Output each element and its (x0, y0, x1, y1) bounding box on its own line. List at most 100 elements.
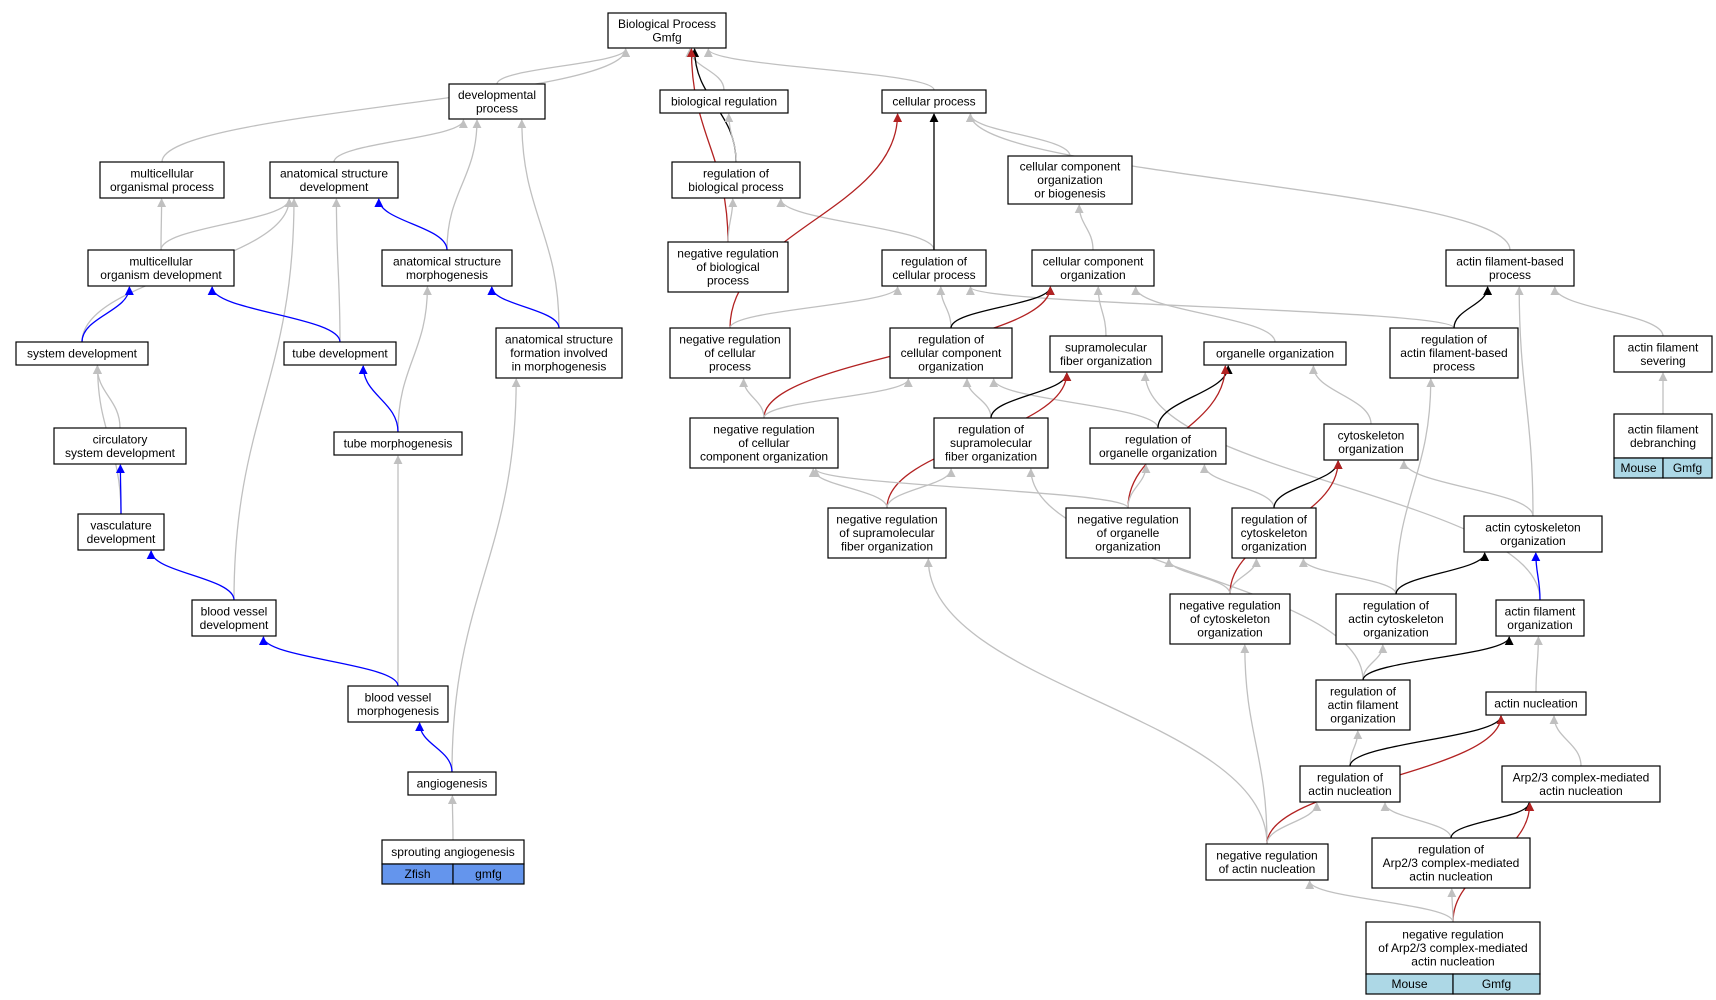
go-term-node-cellproc[interactable]: cellular process (881, 89, 987, 114)
go-term-node-orgorg[interactable]: organelle organization (1203, 341, 1347, 366)
edge (1533, 636, 1543, 693)
go-term-node-bioreg[interactable]: biological regulation (659, 89, 789, 114)
edge (1157, 365, 1233, 429)
edge (1399, 460, 1534, 517)
go-term-node-tubemorph[interactable]: tube morphogenesis (333, 431, 463, 456)
node-label-line: development (87, 532, 156, 546)
go-term-node-sysdev[interactable]: system development (15, 341, 149, 366)
edge-tubemorph-to-asm (397, 286, 432, 433)
edge (333, 119, 468, 163)
edge-sysdev-to-mod (81, 286, 134, 343)
node-label-line: actin filament (1628, 340, 1699, 354)
node-label-line: actin filament (1628, 422, 1699, 436)
edge-regactcyto-to-regafbp (1395, 378, 1436, 595)
node-label-line: actin nucleation (1411, 955, 1494, 969)
edge (1273, 460, 1343, 509)
edge-afsev-to-afbp (1550, 286, 1664, 337)
edge-negorg-to-regorg (1127, 464, 1151, 509)
species-cell (1662, 457, 1713, 479)
node-label-line: organization (1037, 173, 1102, 187)
edge-negcco-to-regcco (763, 378, 913, 419)
node-box (881, 249, 987, 287)
node-label-line: organism development (100, 268, 222, 282)
node-box (667, 241, 789, 293)
edge (1514, 286, 1534, 517)
node-box (1299, 765, 1401, 803)
species-cell (452, 863, 525, 885)
node-label-line: organelle organization (1216, 347, 1334, 361)
node-label-line: vasculature (90, 518, 152, 532)
edge-bvdev-to-vasc (146, 550, 235, 601)
node-label-line: development (200, 618, 269, 632)
edge (1127, 464, 1151, 509)
edge-asm-to-devproc (446, 119, 482, 251)
node-box (77, 513, 165, 551)
edge-tubedev-to-asd (331, 198, 341, 343)
node-label-line: component organization (700, 450, 828, 464)
node-label-line: Gmfg (652, 30, 681, 44)
edge-regcyto-to-regorg (1199, 464, 1275, 509)
node-box (1049, 335, 1163, 373)
node-box (933, 417, 1049, 469)
edge (1026, 468, 1364, 681)
node-label-line: cellular process (892, 268, 975, 282)
go-term-node-actnuc[interactable]: actin nucleation (1485, 691, 1587, 716)
node-box (1445, 249, 1575, 287)
node-label-line: organization (918, 360, 983, 374)
go-term-node-angio[interactable]: angiogenesis (407, 771, 497, 796)
edge-negcco-to-negcell (739, 378, 765, 419)
edge-regactcyto-to-regcyto (1298, 558, 1397, 595)
species-label: Mouse (1391, 977, 1427, 991)
edge (962, 378, 992, 419)
edge-regcco-to-regcell (936, 286, 952, 329)
node-label-line: negative regulation (836, 513, 937, 527)
node-label-line: regulation of (1363, 599, 1430, 613)
go-term-node-tubedev[interactable]: tube development (283, 341, 397, 366)
edge (496, 48, 631, 85)
node-label-line: tube development (292, 347, 388, 361)
edge (1531, 552, 1541, 601)
node-label-line: fiber organization (841, 540, 933, 554)
